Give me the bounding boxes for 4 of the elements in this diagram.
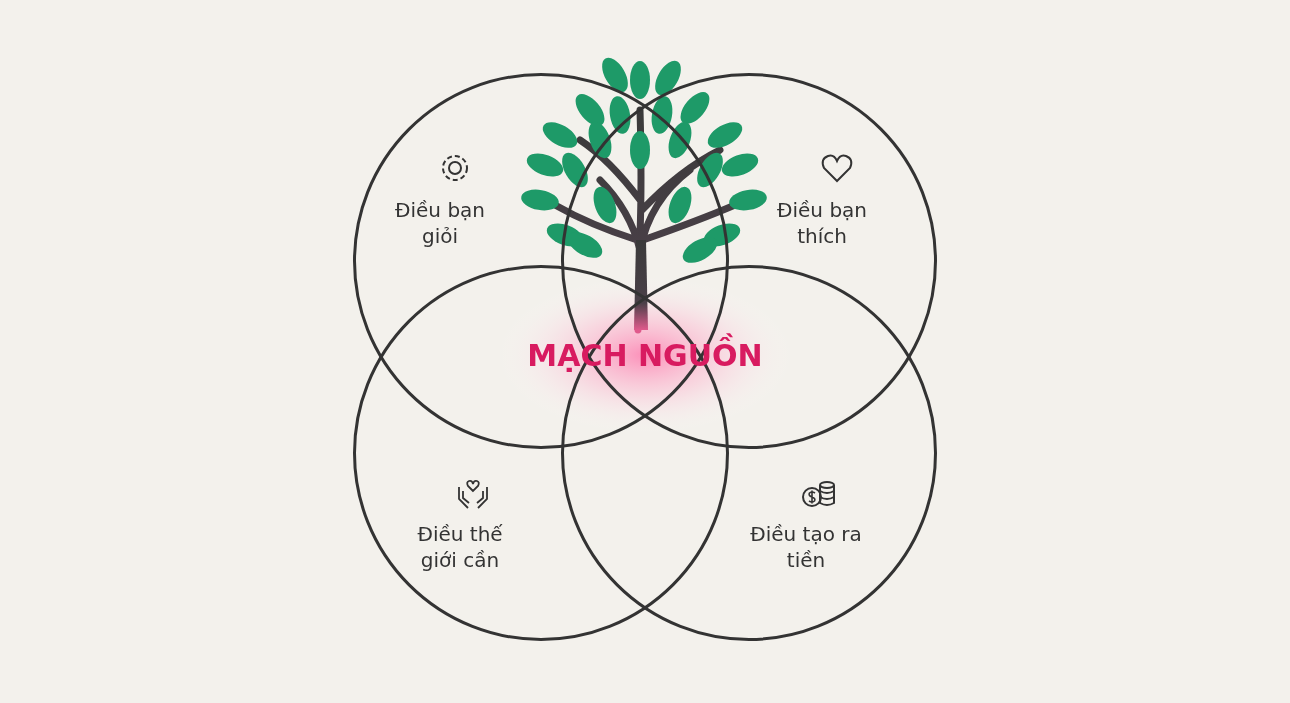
circle-label: Điều bạn thích bbox=[776, 197, 868, 249]
circle-label: Điều tạo ra tiền bbox=[749, 521, 863, 573]
circle-label: Điều bạn giỏi bbox=[394, 197, 486, 249]
circle-label: Điều thế giới cần bbox=[416, 521, 504, 573]
